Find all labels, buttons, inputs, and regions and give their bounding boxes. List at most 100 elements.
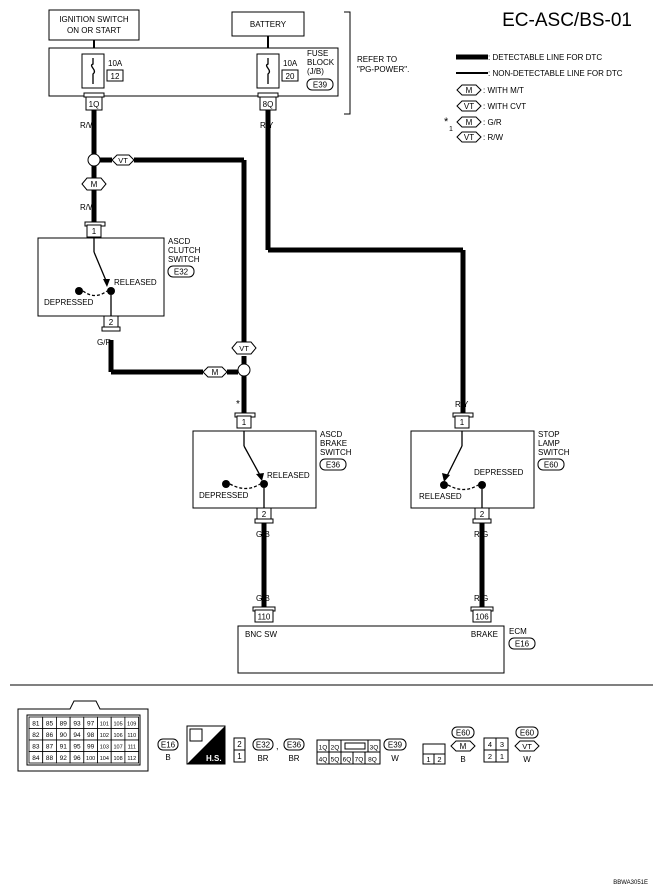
ecm: 110 106 BNC SW BRAKE ECM E16 [237, 606, 536, 674]
legend-star-vt-tag: VT [464, 133, 474, 142]
e60-color-b: W [523, 755, 531, 764]
fuse-conn-5q: 5Q [331, 757, 340, 764]
small-pin-2: 2 [437, 755, 441, 764]
ecm-pin-number: 100 [86, 756, 95, 762]
fuse-conn-6q: 6Q [343, 757, 352, 764]
legend-m-tag: M [466, 86, 473, 95]
e32-color: BR [257, 754, 268, 763]
fuse-left-symbol [90, 58, 96, 84]
ecm-pin-number: 83 [32, 744, 40, 751]
refer-label-1: REFER TO [357, 55, 397, 64]
clutch-name-1: ASCD [168, 237, 190, 246]
legend-star-num: 1 [449, 126, 453, 133]
four-pin-4: 4 [488, 740, 492, 749]
ecm-pin-number: 92 [60, 755, 68, 762]
legend-star-m-desc: : G/R [483, 118, 502, 127]
ecm-pin-number: 98 [87, 732, 95, 739]
ecm-pin-number: 86 [46, 732, 54, 739]
fuse-block-connector: E39 [313, 81, 328, 90]
ecm-pin-number: 85 [46, 721, 54, 728]
ignition-switch-box: IGNITION SWITCH ON OR START [48, 9, 140, 41]
ecm-pin-number: 91 [60, 744, 68, 751]
ecm-pin-number: 89 [60, 721, 68, 728]
ecm-pin-number: 95 [73, 744, 81, 751]
junction-bottom [237, 363, 251, 377]
clutch-pin-2: 2 [109, 318, 114, 327]
e60-tag-a: E60 [456, 729, 471, 738]
fuse-right-num: 20 [286, 72, 295, 81]
brake-released-label: RELEASED [267, 471, 310, 480]
e60-m-tag: M [460, 742, 467, 751]
refer-label-2: "PG-POWER". [357, 65, 409, 74]
ecm-pin-number: 90 [60, 732, 68, 739]
ecm-pin-cell [124, 751, 140, 764]
clutch-released-label: RELEASED [114, 278, 157, 287]
wire-tag-m-1: M [91, 180, 98, 189]
fuse-conn-4q: 4Q [319, 757, 328, 764]
wires [87, 110, 485, 612]
hs-icon: H.S. [186, 725, 226, 765]
stop-lamp-pin-2: 2 [480, 510, 485, 519]
fuse-block-label-1: FUSE [307, 49, 328, 58]
ecm-pin-number: 112 [127, 756, 136, 762]
e32-tag: E32 [256, 741, 271, 750]
legend: : DETECTABLE LINE FOR DTC : NON-DETECTAB… [444, 53, 623, 143]
connector-comma: , [276, 741, 279, 751]
e60-vt-tag: VT [522, 742, 532, 751]
wire-label-rw-top: R/W [80, 121, 96, 130]
fuse-left-num: 12 [111, 72, 120, 81]
ecm-pin-number: 82 [32, 732, 40, 739]
fuse-right [256, 53, 280, 89]
ecm-pin-number: 111 [128, 745, 136, 751]
fuse-block-label-3: (J/B) [307, 67, 324, 76]
ecm-pin-number: 94 [73, 732, 81, 739]
ecm-pin-number: 106 [113, 733, 122, 739]
ecm-pin-number: 110 [127, 733, 136, 739]
stop-lamp-switch: 1 DEPRESSED RELEASED STOP LAMP SWITCH E6… [410, 412, 570, 524]
legend-star: * [444, 116, 449, 128]
battery-box: BATTERY [231, 11, 305, 37]
fuse-conn-3q: 3Q [370, 745, 379, 752]
fuse-conn-8q: 8Q [368, 757, 377, 764]
stop-lamp-name-2: LAMP [538, 439, 560, 448]
stop-lamp-name-1: STOP [538, 430, 560, 439]
ecm-pin-number: 88 [46, 755, 54, 762]
ecm-pin-number: 103 [100, 745, 109, 751]
clutch-name-3: SWITCH [168, 255, 200, 264]
two-pin-bottom: 1 [237, 752, 242, 761]
brake-name-2: BRAKE [320, 439, 347, 448]
brake-depressed-label: DEPRESSED [199, 491, 249, 500]
stop-lamp-depressed-label: DEPRESSED [474, 468, 524, 477]
ascd-clutch-switch: 1 RELEASED DEPRESSED ASCD CLUTCH SWITCH … [37, 221, 201, 332]
ecm-pin-number: 109 [127, 722, 136, 728]
fuse-conn-2q: 2Q [331, 745, 340, 752]
fuse-right-amp: 10A [283, 59, 298, 68]
clutch-switch-blade [93, 251, 108, 284]
ascd-brake-switch: 1 RELEASED DEPRESSED ASCD BRAKE SWITCH E… [192, 412, 352, 524]
ecm-pin-number: 104 [100, 756, 109, 762]
stop-lamp-name-3: SWITCH [538, 448, 570, 457]
wire-label-rw-mid: R/W [80, 203, 96, 212]
battery-label: BATTERY [250, 20, 287, 29]
brake-switch-blade [243, 445, 262, 478]
ecm-pin-110: 110 [258, 613, 271, 622]
wire-label-gb-2: G/B [256, 594, 270, 603]
small-pin-1: 1 [426, 755, 430, 764]
fuse-pin-1q: 1Q [89, 100, 100, 109]
wire-tag-m-2: M [212, 368, 219, 377]
ecm-pin-number: 107 [113, 745, 122, 751]
legend-star-m-tag: M [466, 118, 473, 127]
ecm-pin-number: 102 [100, 733, 109, 739]
ecm-pin-number: 84 [32, 755, 40, 762]
fuse-conn-1q: 1Q [319, 745, 328, 752]
fuse-left [81, 53, 105, 89]
wire-label-rg-1: R/G [474, 530, 488, 539]
wire-star-num: 1 [242, 403, 246, 410]
e16-tag: E16 [161, 741, 176, 750]
legend-m-desc: : WITH M/T [483, 86, 524, 95]
ignition-label-1: IGNITION SWITCH [59, 15, 129, 24]
stop-lamp-pin-1: 1 [460, 418, 465, 427]
